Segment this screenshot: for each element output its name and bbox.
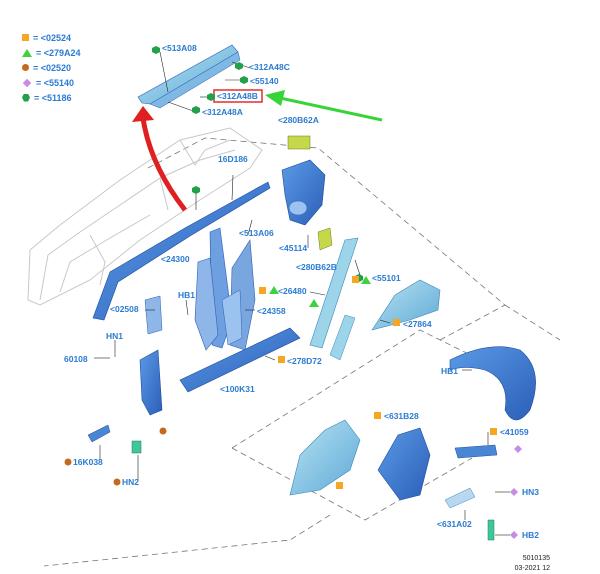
diagram-code: 5010135	[522, 555, 550, 562]
hexagon-marker	[192, 186, 200, 194]
callout-label: <24300	[161, 254, 190, 264]
callout-label: <27864	[403, 319, 432, 329]
circle-marker	[159, 427, 167, 435]
legend-label: = <02520	[33, 62, 72, 73]
callout-labels: <513A08 <312A48C <55140 <312A48B <312A48…	[64, 43, 539, 540]
legend-label: = <279A24	[36, 47, 81, 58]
legend-label: = <51186	[34, 92, 72, 103]
callout-label: <55140	[250, 76, 279, 86]
callout-label: <41059	[500, 427, 529, 437]
hexagon-marker	[152, 46, 160, 54]
diamond-marker	[510, 488, 518, 496]
hexagon-marker	[192, 106, 200, 114]
diagonal-brace-parts	[309, 237, 359, 361]
roof-rail-part	[137, 44, 241, 109]
square-marker	[490, 428, 497, 435]
fastener-markers	[64, 46, 522, 539]
callout-label: <24358	[257, 306, 286, 316]
square-icon	[22, 34, 29, 41]
callout-label: HN3	[522, 487, 539, 497]
callout-label: <312A48C	[249, 62, 290, 72]
circle-icon	[22, 64, 29, 71]
legend-item: = <02524	[22, 30, 81, 45]
callout-label: <280B62B	[296, 262, 337, 272]
square-marker	[352, 276, 359, 283]
callout-label: <55101	[372, 273, 401, 283]
callout-label: <631B28	[384, 411, 419, 421]
legend-item: = <51186	[22, 90, 81, 105]
legend-label: = <02524	[33, 32, 72, 43]
triangle-marker	[309, 299, 319, 307]
callout-label: <26480	[278, 286, 307, 296]
hexagon-marker	[235, 62, 243, 70]
car-body-side-outline	[27, 127, 263, 306]
square-marker	[278, 356, 285, 363]
square-marker	[393, 319, 400, 326]
triangle-marker	[269, 286, 279, 294]
legend-item: = <279A24	[22, 45, 81, 60]
a-pillar-roof-side-part	[92, 181, 271, 321]
callout-label: <513A08	[162, 43, 197, 53]
legend-item: = <02520	[22, 60, 81, 75]
sill-rocker-part	[179, 327, 301, 393]
callout-label: <513A06	[239, 228, 274, 238]
callout-label: 16D186	[218, 154, 248, 164]
red-arrow	[132, 106, 187, 212]
callout-label: HB2	[522, 530, 539, 540]
diamond-marker	[514, 445, 522, 453]
diamond-icon	[22, 78, 32, 87]
legend-item: = <55140	[22, 75, 81, 90]
square-marker	[336, 482, 343, 489]
square-marker	[259, 287, 266, 294]
triangle-icon	[22, 48, 32, 57]
circle-marker	[64, 458, 72, 466]
b-pillar-parts	[194, 227, 256, 351]
callout-label: <280B62A	[278, 115, 319, 125]
diagram-date: 03-2021 12	[514, 565, 550, 572]
triangle-marker	[361, 276, 371, 284]
hexagon-marker	[207, 93, 215, 101]
rear-lower-parts	[377, 427, 498, 541]
callout-label: HB1	[441, 366, 458, 376]
callout-label: <45114	[279, 243, 307, 253]
square-marker	[374, 412, 381, 419]
hexagon-icon	[22, 93, 30, 102]
callout-label: <312A48A	[202, 107, 243, 117]
callout-label: <02508	[110, 304, 139, 314]
rear-upper-arch-part	[371, 279, 441, 331]
callout-label: HN1	[106, 331, 123, 341]
hexagon-marker	[240, 76, 248, 84]
callout-label: 16K038	[73, 457, 103, 467]
legend-label: = <55140	[36, 77, 75, 88]
callout-label: <100K31	[220, 384, 255, 394]
wheelhouse-part	[449, 346, 536, 421]
callout-label: HN2	[122, 477, 139, 487]
callout-label: <312A48B	[217, 91, 258, 101]
front-lower-pillar-parts	[87, 295, 163, 454]
callout-label: <278D72	[287, 356, 322, 366]
callout-label: <631A02	[437, 519, 472, 529]
rear-quarter-inner-panel	[289, 419, 361, 496]
center-upper-parts	[281, 135, 333, 251]
circle-marker	[113, 478, 121, 486]
callout-label: HB1	[178, 290, 195, 300]
callout-label: 60108	[64, 354, 88, 364]
diamond-marker	[510, 531, 518, 539]
legend: = <02524 = <279A24 = <02520 = <55140 = <…	[22, 30, 81, 105]
green-arrow	[265, 90, 383, 122]
